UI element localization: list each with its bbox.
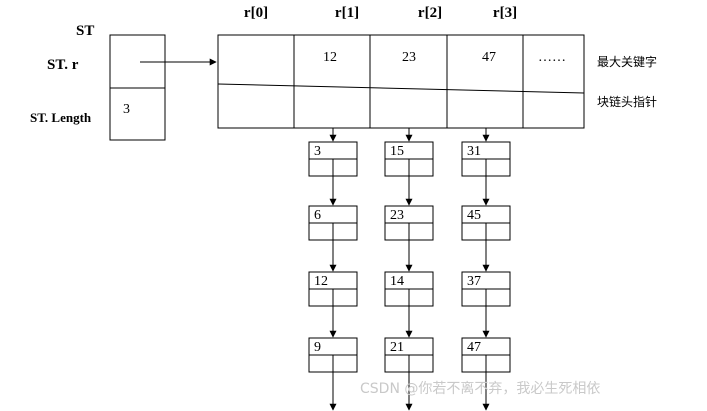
index-table-border (217, 34, 585, 129)
chain-node-key: 3 (314, 144, 321, 159)
struct-length-value: 3 (123, 102, 130, 117)
watermark-text: CSDN @你若不离不弃，我必生死相依 (360, 380, 600, 397)
index-header-r2: r[2] (418, 5, 442, 21)
index-max-key-2: 23 (402, 50, 416, 65)
chain-node-key: 12 (314, 274, 328, 289)
chain-node-key: 6 (314, 208, 321, 223)
struct-field-length-label: ST. Length (30, 110, 92, 125)
index-header-r1: r[1] (335, 5, 359, 21)
row-label-block-head-pointer: 块链头指针 (597, 94, 657, 109)
chain-node-key: 23 (390, 208, 404, 223)
index-header-r0: r[0] (244, 5, 268, 21)
index-table: r[0] r[1] r[2] r[3] 12 23 47 …… 最大关键字 块链… (217, 5, 657, 129)
struct-title: ST (76, 23, 94, 39)
chain-node-key: 14 (390, 274, 404, 289)
chain-node-key: 47 (467, 340, 481, 355)
chain-node-key: 9 (314, 340, 321, 355)
block-chains: 3 6 12 9 15 23 14 21 31 45 37 47 (308, 128, 511, 411)
row-label-max-key: 最大关键字 (597, 54, 657, 69)
index-header-r3: r[3] (493, 5, 517, 21)
chain-node-key: 21 (390, 340, 404, 355)
chain-node-key: 15 (390, 144, 404, 159)
index-max-key-ellipsis: …… (538, 50, 566, 65)
chain-node-key: 45 (467, 208, 481, 223)
chain-node-key: 31 (467, 144, 481, 159)
index-max-key-3: 47 (482, 50, 496, 65)
chain-node-key: 37 (467, 274, 481, 289)
index-max-key-1: 12 (323, 50, 337, 65)
index-table-row-divider (217, 83, 585, 94)
struct-field-r-label: ST. r (47, 57, 79, 73)
